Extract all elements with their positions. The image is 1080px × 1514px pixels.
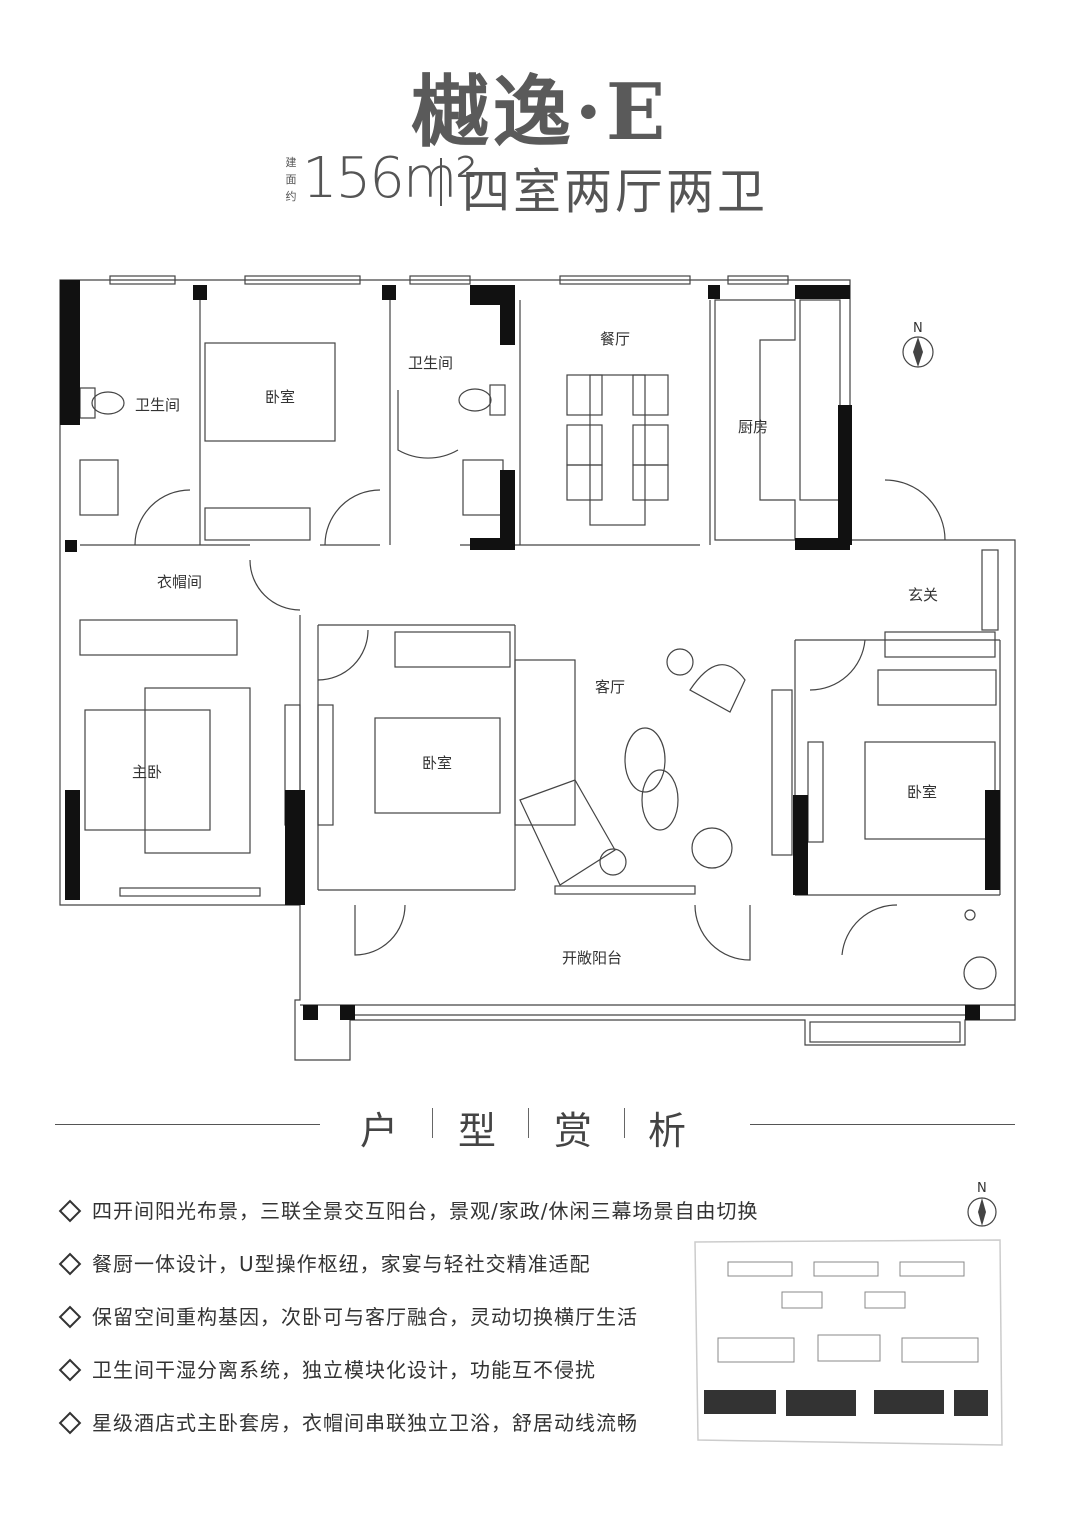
area-prefix-char: 建 bbox=[285, 156, 297, 169]
area-divider bbox=[440, 158, 442, 206]
feature-text: 餐厨一体设计，U型操作枢纽，家宴与轻社交精准适配 bbox=[92, 1252, 591, 1276]
section-title-char: 赏 bbox=[554, 1109, 593, 1153]
area-value: 156m² bbox=[302, 146, 478, 211]
feature-text: 四开间阳光布景，三联全景交互阳台，景观/家政/休闲三幕场景自由切换 bbox=[92, 1199, 759, 1223]
feature-item: 保留空间重构基因，次卧可与客厅融合，灵动切换横厅生活 bbox=[58, 1301, 778, 1354]
diamond-bullet-icon bbox=[58, 1252, 82, 1276]
room-label-living: 客厅 bbox=[595, 678, 625, 696]
section-title-char: 型 bbox=[458, 1109, 497, 1153]
site-compass-label: N bbox=[977, 1181, 987, 1196]
area-prefix: 建 面 约 bbox=[282, 154, 300, 205]
room-label-master: 主卧 bbox=[132, 763, 162, 781]
feature-item: 四开间阳光布景，三联全景交互阳台，景观/家政/休闲三幕场景自由切换 bbox=[58, 1195, 778, 1248]
feature-item: 餐厨一体设计，U型操作枢纽，家宴与轻社交精准适配 bbox=[58, 1248, 778, 1301]
section-title: 户 型 赏 析 bbox=[340, 1098, 740, 1153]
floor-plan: 卫生间 卧室 卫生间 餐厅 厨房 衣帽间 玄关 客厅 主卧 卧室 卧室 开敞阳台… bbox=[59, 275, 1016, 1061]
room-label-bedroom-mid: 卧室 bbox=[422, 754, 452, 772]
diamond-bullet-icon bbox=[58, 1411, 82, 1435]
room-label-closet: 衣帽间 bbox=[157, 573, 202, 591]
compass-label: N bbox=[913, 321, 923, 336]
room-label-kitchen: 厨房 bbox=[738, 418, 768, 436]
room-label-entrance: 玄关 bbox=[908, 586, 938, 604]
header-line-right bbox=[750, 1124, 1015, 1125]
plan-title: 樾逸·E bbox=[410, 67, 670, 158]
room-label-bedroom-top: 卧室 bbox=[265, 388, 295, 406]
section-title-divider bbox=[528, 1108, 529, 1138]
feature-text: 卫生间干湿分离系统，独立模块化设计，功能互不侵扰 bbox=[92, 1358, 596, 1382]
section-header: 户 型 赏 析 bbox=[0, 1098, 1080, 1153]
site-compass-icon: N bbox=[967, 1181, 997, 1227]
feature-item: 卫生间干湿分离系统，独立模块化设计，功能互不侵扰 bbox=[58, 1354, 778, 1407]
area-prefix-char: 面 bbox=[285, 173, 297, 186]
area-info: 建 面 约 156m² 四室两厅两卫 bbox=[282, 146, 802, 220]
diamond-bullet-icon bbox=[58, 1358, 82, 1382]
section-title-divider bbox=[432, 1108, 433, 1138]
compass-icon: N bbox=[902, 321, 934, 368]
layout-type: 四室两厅两卫 bbox=[462, 164, 769, 220]
feature-text: 保留空间重构基因，次卧可与客厅融合，灵动切换横厅生活 bbox=[92, 1305, 638, 1329]
feature-text: 星级酒店式主卧套房，衣帽间串联独立卫浴，舒居动线流畅 bbox=[92, 1411, 638, 1435]
diamond-bullet-icon bbox=[58, 1305, 82, 1329]
feature-item: 星级酒店式主卧套房，衣帽间串联独立卫浴，舒居动线流畅 bbox=[58, 1407, 778, 1460]
room-label-dining: 餐厅 bbox=[600, 330, 630, 348]
room-label-balcony: 开敞阳台 bbox=[562, 949, 622, 967]
area-prefix-char: 约 bbox=[285, 190, 297, 203]
section-title-divider bbox=[624, 1108, 625, 1138]
section-title-char: 析 bbox=[648, 1109, 687, 1153]
diamond-bullet-icon bbox=[58, 1199, 82, 1223]
section-title-char: 户 bbox=[360, 1109, 399, 1153]
site-plan: N bbox=[694, 1181, 1003, 1446]
room-label-bedroom-right: 卧室 bbox=[907, 783, 937, 801]
feature-list: 四开间阳光布景，三联全景交互阳台，景观/家政/休闲三幕场景自由切换 餐厨一体设计… bbox=[58, 1195, 778, 1460]
room-label-bath1: 卫生间 bbox=[135, 396, 180, 414]
room-label-bath2: 卫生间 bbox=[408, 354, 453, 372]
header-line-left bbox=[55, 1124, 320, 1125]
